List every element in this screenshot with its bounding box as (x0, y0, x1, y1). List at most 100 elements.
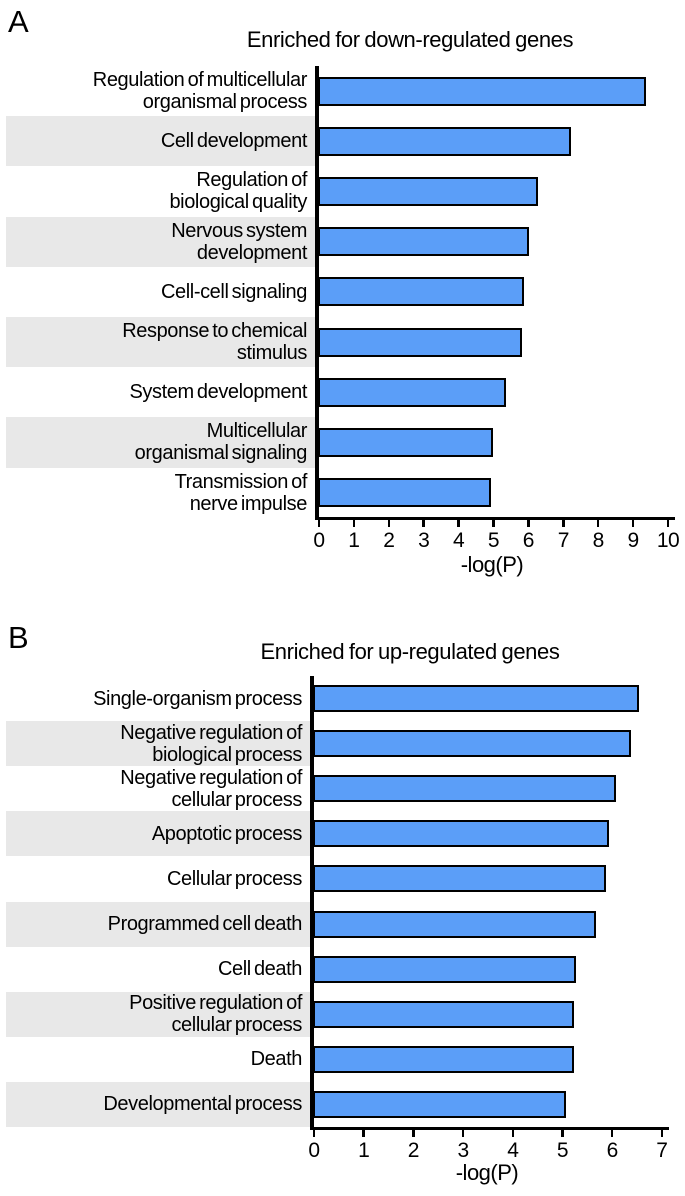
bar (313, 775, 617, 803)
x-tick (596, 520, 600, 527)
chart-row: Single-organism process (0, 676, 685, 721)
chart-row: Apoptotic process (0, 811, 685, 857)
x-axis-title-a: -log(P) (460, 552, 524, 577)
category-label: Cell-cell signaling (0, 267, 307, 317)
category-label: Cellular process (0, 856, 302, 901)
chart-row: Programmed cell death (0, 901, 685, 947)
x-tick-label: 0 (313, 529, 325, 552)
category-label-line: biological quality (169, 191, 307, 214)
category-label: System development (0, 367, 307, 417)
x-tick-label: 5 (556, 1139, 569, 1162)
category-label-line: Regulation of multicellular (92, 69, 308, 92)
category-label-line: Positive regulation of (129, 992, 302, 1015)
chart-row: Cell-cell signaling (0, 267, 685, 317)
x-tick-label: 4 (453, 529, 465, 552)
row-stripe (6, 721, 310, 767)
category-label: Programmed cell death (0, 902, 303, 947)
category-label-line: Transmission of (174, 470, 308, 493)
bar (313, 865, 607, 893)
x-axis-line (310, 1127, 669, 1130)
category-label-line: Negative regulation of (120, 721, 302, 744)
chart-title-a: Enriched for down-regulated genes (246, 27, 574, 52)
x-tick (511, 1130, 515, 1137)
bar (313, 820, 609, 848)
bar (318, 427, 493, 457)
x-tick-label: 1 (358, 1139, 370, 1162)
category-label-line: Cell-cell signaling (160, 280, 307, 303)
x-tick (457, 520, 460, 527)
x-tick (631, 520, 635, 527)
bar (318, 76, 647, 106)
category-label-line: Response to chemical (122, 320, 307, 343)
x-tick-label: 7 (656, 1139, 668, 1162)
bar (313, 1000, 574, 1028)
bar (318, 377, 507, 407)
x-tick-label: 2 (383, 529, 395, 552)
chart-title-b: Enriched for up-regulated genes (260, 639, 560, 664)
bar (318, 478, 491, 508)
x-tick-label: 6 (606, 1139, 619, 1162)
category-label: Single-organism process (0, 676, 302, 721)
category-label-line: Developmental process (103, 1093, 302, 1116)
x-tick (666, 520, 670, 527)
category-label-line: Cell development (160, 130, 308, 153)
x-tick (610, 1130, 614, 1137)
category-label-line: System development (129, 381, 307, 404)
x-tick (461, 1130, 465, 1137)
x-tick-label: 3 (418, 529, 430, 552)
bar (318, 277, 524, 307)
category-label-line: Negative regulation of (120, 766, 302, 789)
x-tick (561, 1130, 564, 1137)
category-label-line: Multicellular (206, 420, 308, 443)
x-tick (317, 520, 321, 527)
category-label: Cell death (0, 947, 302, 992)
x-tick (527, 520, 530, 527)
x-tick-label: 1 (348, 529, 360, 552)
x-tick-label: 6 (522, 529, 535, 552)
x-tick (387, 520, 391, 527)
bar (313, 910, 597, 938)
x-tick-label: 2 (407, 1139, 420, 1162)
category-label-line: Death (250, 1048, 303, 1071)
panel-letter-a: A (8, 4, 29, 39)
x-tick-label: 0 (308, 1139, 320, 1162)
bar (313, 1045, 574, 1073)
row-stripe (6, 317, 315, 368)
y-axis-line (315, 66, 319, 520)
category-label-line: stimulus (236, 342, 308, 365)
y-axis-line (310, 676, 314, 1130)
x-axis-title-b: -log(P) (455, 1160, 519, 1185)
category-label-line: Apoptotic process (151, 822, 303, 845)
x-tick-label: 8 (592, 529, 605, 552)
row-stripe (6, 116, 315, 167)
bar (318, 327, 523, 357)
x-tick (412, 1130, 415, 1137)
bar (313, 685, 639, 713)
x-tick (362, 1130, 365, 1137)
category-label-line: biological process (152, 743, 302, 766)
row-stripe (6, 901, 310, 947)
category-label-line: Nervous system (171, 219, 307, 242)
chart-row: Cell death (0, 947, 685, 992)
category-label: Cell development (0, 116, 308, 166)
category-label-line: Single-organism process (93, 687, 302, 710)
category-label-line: Cell death (217, 958, 302, 981)
x-tick (492, 520, 495, 527)
bar (313, 730, 632, 758)
row-stripe (6, 811, 310, 857)
category-label: Apoptotic process (0, 811, 303, 856)
row-stripe (6, 1081, 310, 1127)
bar (313, 1090, 567, 1118)
